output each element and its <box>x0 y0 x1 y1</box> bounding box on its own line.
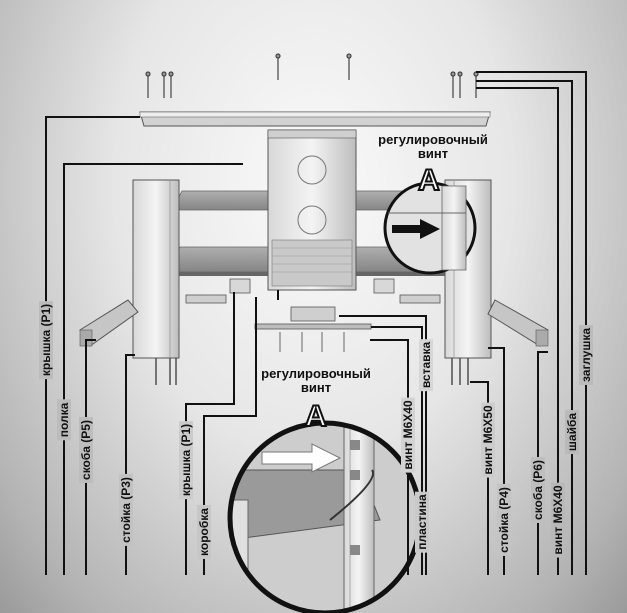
detail-letter-top: A <box>418 164 440 197</box>
label-shelf: полка <box>57 399 71 441</box>
top-cover <box>139 111 491 127</box>
small-parts <box>185 278 441 352</box>
leader-lines <box>45 71 587 575</box>
label-box: коробка <box>197 505 211 559</box>
arrow-icon <box>392 219 440 239</box>
label-bracket-p6: скоба (Р6) <box>531 457 545 523</box>
label-screw-m6x50: винт M6X50 <box>481 402 495 478</box>
arrow-icon <box>261 443 342 473</box>
label-cover-left: крышка (Р1) <box>39 300 53 380</box>
label-post-p4: стойка (Р4) <box>497 484 511 556</box>
callout-adjust-top-line1: регулировочный <box>378 132 488 147</box>
right-bracket <box>487 299 549 347</box>
label-post-p3: стойка (Р3) <box>119 474 133 546</box>
label-cover-center: крышка (Р1) <box>179 420 193 500</box>
callout-adjust-top-line2: винт <box>418 146 448 161</box>
center-column <box>267 129 357 291</box>
top-screws <box>145 53 479 98</box>
label-plate: пластина <box>415 491 429 553</box>
callout-adjust-bottom-line2: винт <box>301 380 331 395</box>
label-washer: шайба <box>565 409 579 455</box>
label-screw-m6x40-right: винт M6X40 <box>551 482 565 558</box>
label-screw-m6x40-center: винт M6X40 <box>401 397 415 473</box>
detail-view-bottom <box>227 420 423 613</box>
left-post <box>132 179 180 385</box>
label-bracket-p5: скоба (Р5) <box>79 417 93 483</box>
detail-view-top <box>383 181 477 275</box>
label-insert: вставка <box>419 338 433 392</box>
callout-adjust-bottom-line1: регулировочный <box>261 366 371 381</box>
label-plug: заглушка <box>579 325 593 385</box>
left-bracket <box>79 299 139 347</box>
detail-letter-bottom: A <box>305 400 327 433</box>
